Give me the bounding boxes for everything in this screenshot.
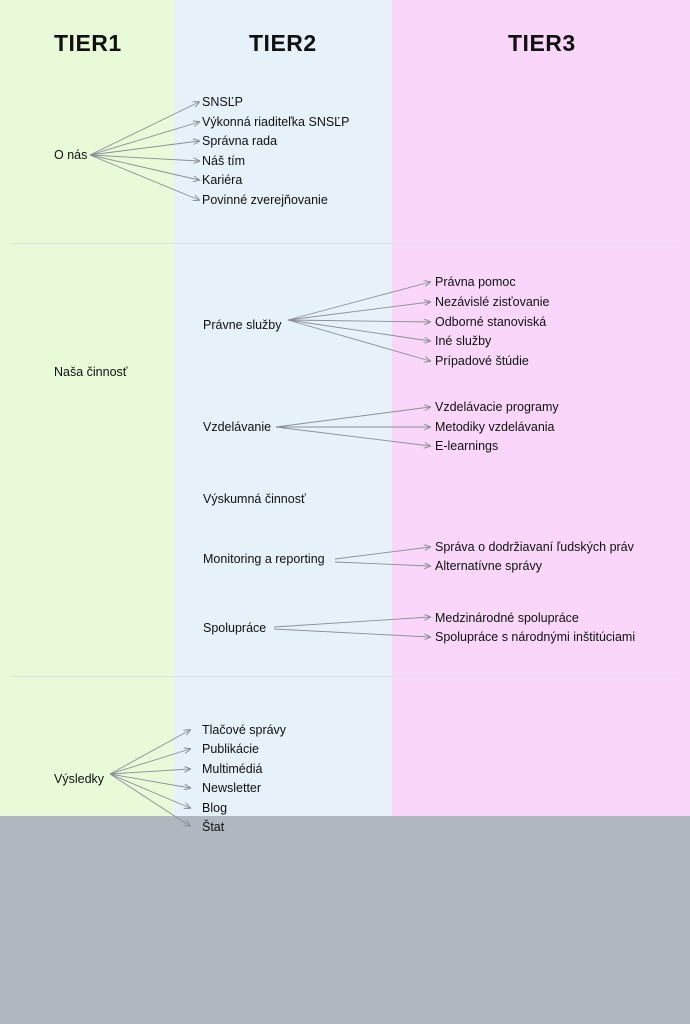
tier1-header: TIER1 <box>54 30 122 56</box>
tier2-node: Štat <box>202 820 225 834</box>
tier2-node-pravne-sluzby: Právne služby <box>203 318 282 332</box>
tier2-node: SNSĽP <box>202 95 243 109</box>
tier2-node: Multimédiá <box>202 762 263 776</box>
tier2-node-vyskumna-cinnost: Výskumná činnosť <box>203 492 306 506</box>
tier2-node-spoluprace: Spolupráce <box>203 621 267 635</box>
tier3-node: Spolupráce s národnými inštitúciami <box>435 630 636 644</box>
tier2-node: Newsletter <box>202 781 262 795</box>
tier3-node: E-learnings <box>435 439 499 453</box>
tier1-column <box>0 0 174 832</box>
tier3-node: Nezávislé zisťovanie <box>435 295 550 309</box>
tier3-node: Alternatívne správy <box>435 559 542 573</box>
tier3-node: Prípadové štúdie <box>435 354 529 368</box>
section-divider <box>12 243 678 244</box>
section-divider <box>12 676 678 677</box>
tier2-node: Náš tím <box>202 154 246 168</box>
tier3-column <box>392 0 690 816</box>
tier3-node: Právna pomoc <box>435 275 516 289</box>
tier3-header: TIER3 <box>508 30 576 56</box>
tier1-node-o-nas: O nás <box>54 148 88 162</box>
tier2-node: Povinné zverejňovanie <box>202 193 328 207</box>
tier2-node: Výkonná riaditeľka SNSĽP <box>202 115 350 129</box>
tier2-node: Kariéra <box>202 173 243 187</box>
tier2-node: Blog <box>202 801 228 815</box>
tier3-node: Metodiky vzdelávania <box>435 420 555 434</box>
tier2-node-vzdelavanie: Vzdelávanie <box>203 420 272 434</box>
tier3-node: Správa o dodržiavaní ľudských práv <box>435 540 634 554</box>
tier1-node-nasa-cinnost: Naša činnosť <box>54 365 128 379</box>
tier3-node: Medzinárodné spolupráce <box>435 611 579 625</box>
empty-gray-area-left <box>0 832 392 1024</box>
tier2-node-monitoring: Monitoring a reporting <box>203 552 325 566</box>
tier3-node: Iné služby <box>435 334 492 348</box>
tier2-node: Tlačové správy <box>202 723 287 737</box>
tier2-node: Správna rada <box>202 134 278 148</box>
tier3-node: Odborné stanoviská <box>435 315 547 329</box>
tier1-node-vysledky: Výsledky <box>54 772 105 786</box>
tier2-header: TIER2 <box>249 30 317 56</box>
tier2-node: Publikácie <box>202 742 259 756</box>
tier3-node: Vzdelávacie programy <box>435 400 559 414</box>
